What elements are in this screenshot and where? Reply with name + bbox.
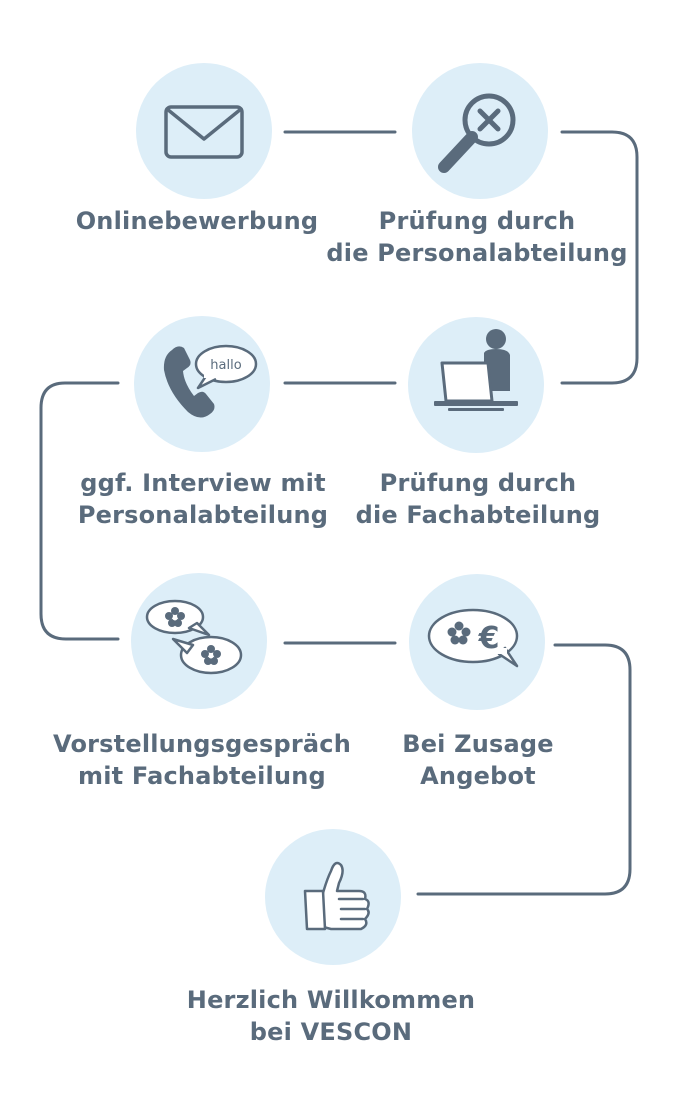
- step-5-circle: [131, 573, 267, 709]
- step-1-label-line-1: Onlinebewerbung: [75, 207, 319, 235]
- step-3-label-line-1: ggf. Interview mit: [80, 469, 326, 497]
- step-7-label-line-1: Herzlich Willkommen: [186, 986, 476, 1014]
- step-2-label-line-2: die Personalabteilung: [326, 239, 628, 267]
- phone-bubble-text: hallo: [210, 358, 241, 373]
- connector-6-7: [416, 643, 632, 896]
- step-6-label-line-2: Angebot: [420, 762, 536, 790]
- step-6-circle: €: [409, 574, 545, 710]
- step-1-label: Onlinebewerbung: [37, 205, 357, 237]
- step-5-label: Vorstellungsgespräch mit Fachabteilung: [42, 728, 362, 792]
- step-4-label-line-1: Prüfung durch: [379, 469, 577, 497]
- connector-3-5: [39, 381, 120, 641]
- euro-symbol: €: [478, 621, 500, 656]
- step-4-circle: [408, 317, 544, 453]
- flower-icon-2: [201, 645, 221, 665]
- step-7-label: Herzlich Willkommen bei VESCON: [171, 984, 491, 1048]
- speech-bubbles-flower-icon: [145, 599, 243, 675]
- step-4-label-line-2: die Fachabteilung: [355, 501, 601, 529]
- step-5-label-line-2: mit Fachabteilung: [78, 762, 326, 790]
- person-laptop-icon: [434, 329, 518, 411]
- step-2-label-line-1: Prüfung durch: [378, 207, 576, 235]
- step-1-circle: [136, 63, 272, 199]
- magnifier-x-icon: [438, 93, 516, 173]
- step-7-label-line-2: bei VESCON: [249, 1018, 413, 1046]
- step-2-circle: [412, 63, 548, 199]
- phone-hallo-icon: hallo: [163, 344, 258, 418]
- connector-2-4: [560, 130, 639, 385]
- step-7-circle: [265, 829, 401, 965]
- step-5-label-line-1: Vorstellungsgespräch: [53, 730, 351, 758]
- step-3-circle: hallo: [134, 316, 270, 452]
- flower-icon: [165, 607, 185, 627]
- step-6-label-line-1: Bei Zusage: [402, 730, 554, 758]
- step-3-label: ggf. Interview mit Personalabteilung: [43, 467, 363, 531]
- thumbs-up-icon: [303, 861, 370, 931]
- speech-bubble-euro-icon: €: [427, 608, 519, 668]
- step-3-label-line-2: Personalabteilung: [77, 501, 329, 529]
- step-6-label: Bei Zusage Angebot: [318, 728, 638, 792]
- step-2-label: Prüfung durch die Personalabteilung: [317, 205, 637, 269]
- envelope-icon: [164, 105, 244, 159]
- step-4-label: Prüfung durch die Fachabteilung: [318, 467, 638, 531]
